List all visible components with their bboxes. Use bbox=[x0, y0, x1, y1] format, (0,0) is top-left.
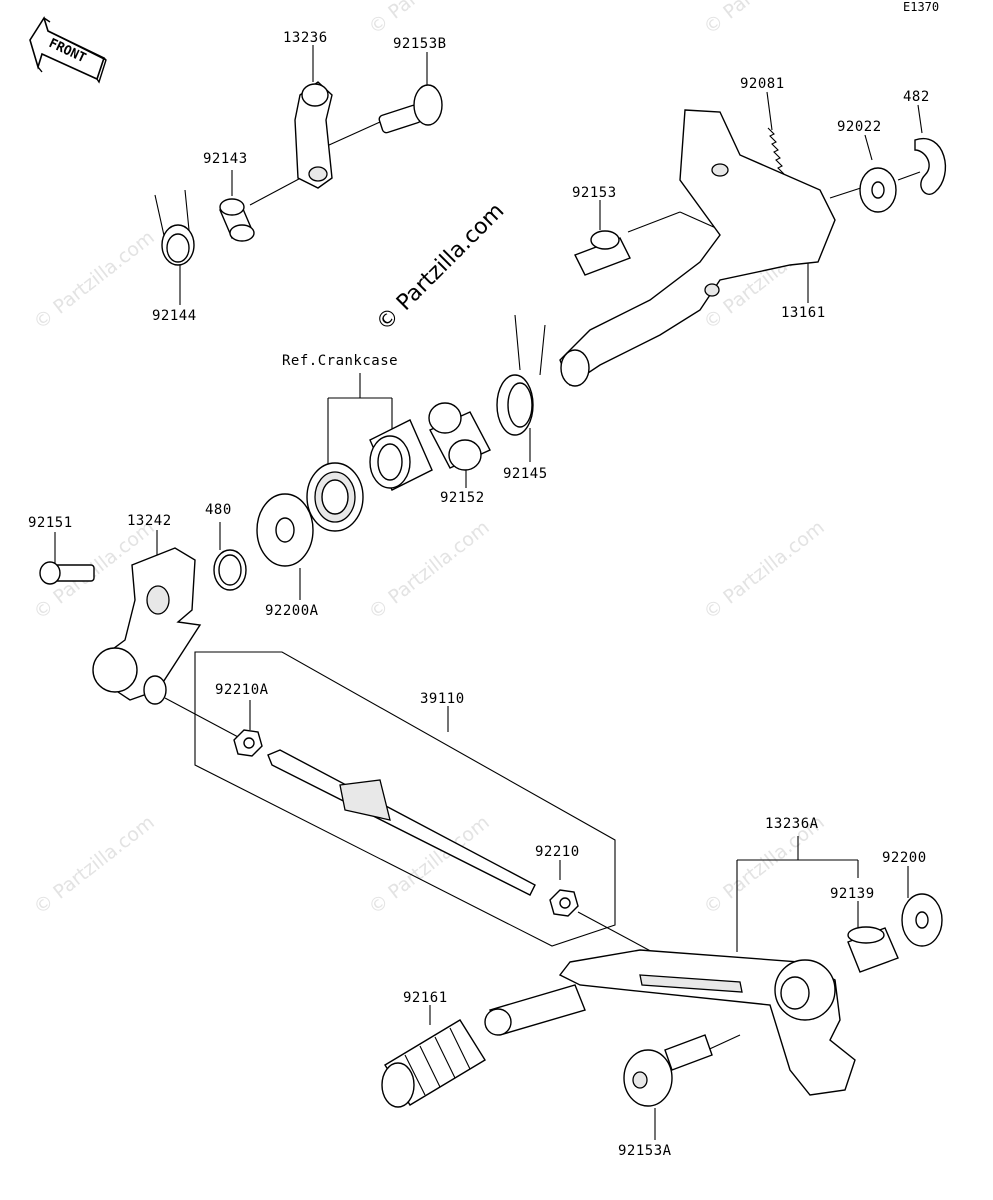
label-ref-crankcase: Ref.Crankcase bbox=[282, 353, 398, 369]
label-13161[interactable]: 13161 bbox=[781, 305, 826, 321]
part-92210-nut[interactable] bbox=[549, 889, 579, 917]
part-92210A-nut[interactable] bbox=[233, 729, 263, 757]
part-92153A-bolt[interactable] bbox=[623, 1034, 713, 1107]
label-92144[interactable]: 92144 bbox=[152, 308, 197, 324]
diagram-code: E1370 bbox=[903, 0, 939, 14]
watermark: © Partzilla.com bbox=[365, 516, 494, 624]
watermark: © Partzilla.com bbox=[30, 226, 159, 334]
label-92153[interactable]: 92153 bbox=[572, 185, 617, 201]
part-92200-washer[interactable] bbox=[901, 893, 943, 947]
part-13236A-lever[interactable] bbox=[484, 949, 856, 1096]
part-39110-rod[interactable] bbox=[267, 749, 536, 896]
watermark: © Partzilla.com bbox=[30, 811, 159, 919]
label-92161[interactable]: 92161 bbox=[403, 990, 448, 1006]
part-480-circlip[interactable] bbox=[213, 549, 247, 591]
label-92152[interactable]: 92152 bbox=[440, 490, 485, 506]
part-ref-crankcase-bearing[interactable] bbox=[306, 419, 433, 532]
leader-lines bbox=[54, 45, 923, 1140]
label-92143[interactable]: 92143 bbox=[203, 151, 248, 167]
watermark: © Partzilla.com bbox=[700, 516, 829, 624]
part-92022-washer[interactable] bbox=[859, 167, 897, 213]
label-480[interactable]: 480 bbox=[205, 502, 232, 518]
part-92153-bolt[interactable] bbox=[574, 230, 631, 276]
part-92145-spring[interactable] bbox=[496, 314, 546, 436]
part-92143-collar[interactable] bbox=[219, 198, 255, 242]
label-92210A[interactable]: 92210A bbox=[215, 682, 269, 698]
part-13242-lever[interactable] bbox=[92, 547, 202, 705]
watermark: © Partzilla.com bbox=[700, 0, 829, 39]
label-92200[interactable]: 92200 bbox=[882, 850, 927, 866]
part-labels: 13236 92153B 92143 92144 92081 482 92022… bbox=[28, 30, 930, 1159]
part-92161-rubber[interactable] bbox=[381, 1019, 486, 1108]
part-92200A-washer[interactable] bbox=[256, 493, 314, 567]
part-92081-spring[interactable] bbox=[767, 127, 785, 175]
label-92022[interactable]: 92022 bbox=[837, 119, 882, 135]
label-92081[interactable]: 92081 bbox=[740, 76, 785, 92]
label-92145[interactable]: 92145 bbox=[503, 466, 548, 482]
part-13236-arm[interactable] bbox=[294, 81, 333, 189]
part-13161-shaft[interactable] bbox=[559, 109, 836, 387]
label-13242[interactable]: 13242 bbox=[127, 513, 172, 529]
front-arrow-icon: FRONT bbox=[29, 16, 107, 84]
label-92200A[interactable]: 92200A bbox=[265, 603, 319, 619]
watermark: © Partzilla.com bbox=[365, 0, 494, 39]
part-92152-bushing[interactable] bbox=[428, 402, 491, 471]
label-482[interactable]: 482 bbox=[903, 89, 930, 105]
part-482-circlip[interactable] bbox=[914, 137, 947, 195]
label-92153B[interactable]: 92153B bbox=[393, 36, 447, 52]
label-92139[interactable]: 92139 bbox=[830, 886, 875, 902]
part-92151-bolt[interactable] bbox=[39, 561, 95, 585]
label-13236A[interactable]: 13236A bbox=[765, 816, 819, 832]
label-13236[interactable]: 13236 bbox=[283, 30, 328, 46]
part-92144-spring[interactable] bbox=[154, 189, 195, 266]
part-92139-bushing[interactable] bbox=[847, 926, 899, 973]
part-92153B-bolt[interactable] bbox=[378, 84, 443, 134]
watermark-main: © Partzilla.com bbox=[372, 199, 510, 337]
label-39110[interactable]: 39110 bbox=[420, 691, 465, 707]
label-92210[interactable]: 92210 bbox=[535, 844, 580, 860]
label-92151[interactable]: 92151 bbox=[28, 515, 73, 531]
label-92153A[interactable]: 92153A bbox=[618, 1143, 672, 1159]
